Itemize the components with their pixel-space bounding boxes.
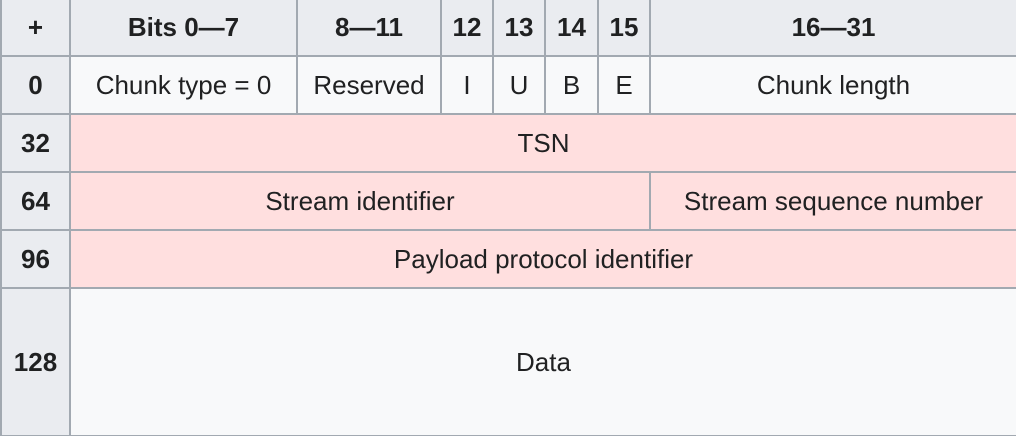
row-offset-label: 32 [0,113,71,173]
tsn-cell: TSN [69,113,1016,173]
row-offset-0: 0 Chunk type = 0 Reserved I U B E Chunk … [0,55,1016,115]
row-offset-label: 64 [0,171,71,231]
header-bits-16-31: 16—31 [649,0,1016,57]
row-offset-128: 128 Data [0,287,1016,436]
header-bit-12: 12 [440,0,494,57]
header-row: + Bits 0—7 8—11 12 13 14 15 16—31 [0,0,1016,57]
reserved-cell: Reserved [296,55,442,115]
flag-u-cell: U [492,55,546,115]
row-offset-64: 64 Stream identifier Stream sequence num… [0,171,1016,231]
header-bit-13: 13 [492,0,546,57]
header-bits-8-11: 8—11 [296,0,442,57]
header-bit-15: 15 [597,0,651,57]
row-offset-label: 128 [0,287,71,436]
stream-sequence-number-cell: Stream sequence number [649,171,1016,231]
row-offset-label: 0 [0,55,71,115]
row-offset-label: 96 [0,229,71,289]
header-bits-0-7: Bits 0—7 [69,0,298,57]
row-offset-96: 96 Payload protocol identifier [0,229,1016,289]
chunk-length-cell: Chunk length [649,55,1016,115]
flag-b-cell: B [544,55,599,115]
flag-i-cell: I [440,55,494,115]
chunk-type-cell: Chunk type = 0 [69,55,298,115]
header-offset: + [0,0,71,57]
data-cell: Data [69,287,1016,436]
header-bit-14: 14 [544,0,599,57]
stream-identifier-cell: Stream identifier [69,171,651,231]
payload-protocol-identifier-cell: Payload protocol identifier [69,229,1016,289]
flag-e-cell: E [597,55,651,115]
row-offset-32: 32 TSN [0,113,1016,173]
